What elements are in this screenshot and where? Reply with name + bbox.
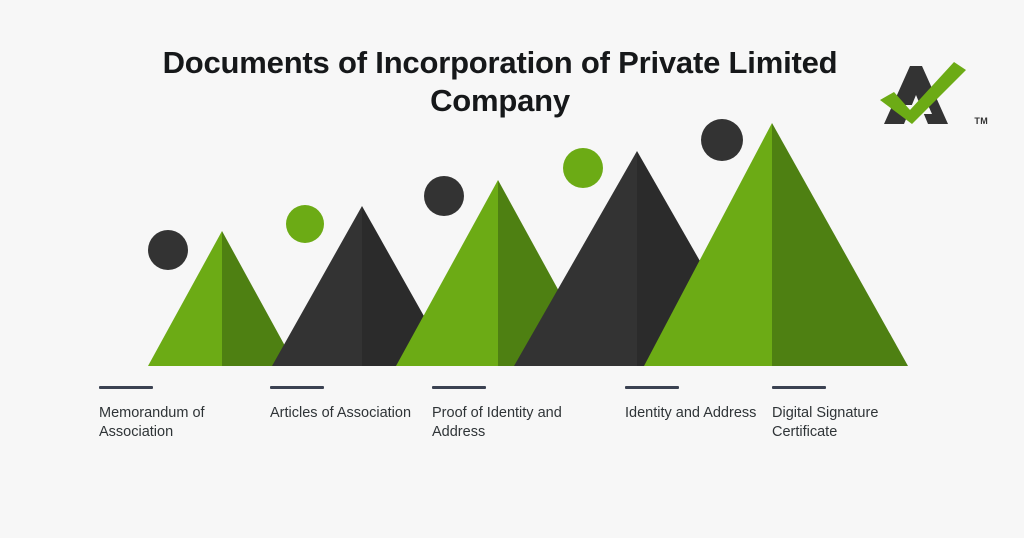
mountain-0 bbox=[148, 231, 296, 366]
mountain-chart bbox=[148, 119, 908, 366]
label-tick-1 bbox=[270, 386, 324, 389]
label-tick-0 bbox=[99, 386, 153, 389]
chart-label-0: Memorandum of Association bbox=[99, 386, 249, 442]
mountain-chart-svg bbox=[148, 119, 908, 366]
peak-marker-circle-1 bbox=[286, 205, 324, 243]
label-tick-2 bbox=[432, 386, 486, 389]
mountain-3-left-face bbox=[514, 151, 637, 366]
mountain-0-left-face bbox=[148, 231, 222, 366]
label-text-4: Digital Signature Certificate bbox=[772, 405, 879, 440]
chart-label-4: Digital Signature Certificate bbox=[772, 386, 922, 442]
label-tick-3 bbox=[625, 386, 679, 389]
label-text-3: Identity and Address bbox=[625, 405, 757, 421]
label-text-0: Memorandum of Association bbox=[99, 405, 205, 440]
mountain-4 bbox=[644, 123, 908, 366]
chart-label-1: Articles of Association bbox=[270, 386, 420, 423]
logo-mark-icon bbox=[880, 62, 966, 124]
peak-marker-circle-2 bbox=[424, 176, 464, 216]
mountain-0-right-face bbox=[222, 231, 296, 366]
page-title: Documents of Incorporation of Private Li… bbox=[162, 45, 838, 118]
chart-label-3: Identity and Address bbox=[625, 386, 775, 423]
peak-marker-circle-3 bbox=[563, 148, 603, 188]
label-tick-4 bbox=[772, 386, 826, 389]
chart-label-2: Proof of Identity and Address bbox=[432, 386, 597, 442]
mountain-4-left-face bbox=[644, 123, 772, 366]
label-text-2: Proof of Identity and Address bbox=[432, 405, 562, 440]
label-text-1: Articles of Association bbox=[270, 405, 412, 421]
peak-marker-circle-0 bbox=[148, 230, 188, 270]
trademark-symbol: TM bbox=[974, 116, 988, 126]
mountain-4-right-face bbox=[772, 123, 908, 366]
mountain-1-left-face bbox=[272, 206, 362, 366]
logo-checkmark-icon bbox=[880, 62, 966, 124]
brand-logo: TM bbox=[866, 52, 990, 134]
peak-marker-circle-4 bbox=[701, 119, 743, 161]
mountain-2-left-face bbox=[396, 180, 498, 366]
